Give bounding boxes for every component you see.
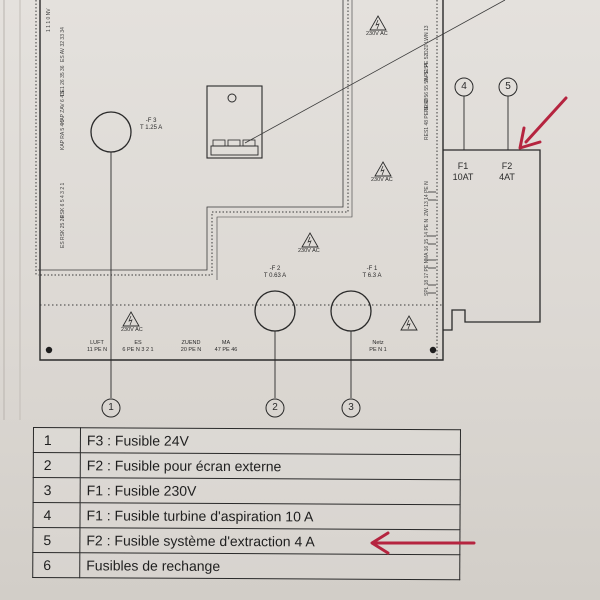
terminal-es: ES 6 PE N 3 2 1 — [122, 340, 153, 354]
fuse-f1-id: -F 1 — [366, 266, 378, 272]
fuse-f3-rating: T 1.25 A — [140, 125, 163, 131]
left-terminal-code: 1 1 1 0 NV — [46, 8, 52, 32]
callout-5: 5 — [505, 81, 511, 92]
callout-5-circle — [498, 77, 518, 97]
terminal-netz: Netz PE N 1 — [369, 340, 386, 354]
red-annotation-arrow-diagram — [518, 96, 568, 150]
fuse-f2-id: -F 2 — [269, 266, 281, 272]
terminal-pins: 6 PE N 3 2 1 — [122, 347, 154, 353]
side-f2-label: F2 4AT — [499, 161, 515, 183]
side-f1-rating: 10AT — [452, 172, 474, 182]
callout-3-circle — [341, 398, 361, 418]
left-terminal-code: RSK 6 5 4 3 2 1 — [60, 182, 66, 218]
side-f2-rating: 4AT — [499, 172, 515, 182]
fuse-f2-circle — [254, 290, 296, 332]
table-row: 1 F3 : Fusible 24V — [33, 427, 461, 455]
side-f1-label: F1 10AT — [453, 161, 474, 183]
right-terminal-code: RES1 48 PE 50 49 — [424, 98, 430, 140]
terminal-luft: LUFT 11 PE N — [87, 340, 107, 354]
terminal-name: ES — [134, 340, 142, 346]
mounting-hole-left — [45, 346, 53, 354]
legend-text: F3 : Fusible 24V — [80, 427, 461, 455]
fuse-f1-rating: T 6.3 A — [362, 273, 382, 279]
voltage-label: 230V AC — [298, 248, 320, 254]
callout-1-circle — [101, 398, 121, 418]
fuse-f3-circle — [90, 111, 132, 153]
legend-text: F1 : Fusible 230V — [80, 477, 461, 505]
left-terminal-code: ES AV 32 33 34 — [60, 27, 66, 62]
fuse-f2-label: -F 2 T 0.63 A — [264, 266, 286, 280]
right-terminal-code: MA 16 15 14 PE N — [424, 218, 430, 260]
board-outline — [39, 0, 444, 361]
table-row: 4 F1 : Fusible turbine d'aspiration 10 A — [32, 502, 461, 530]
left-terminal-code: ES RSK 25 26 — [60, 215, 66, 248]
callout-2: 2 — [272, 402, 278, 413]
terminal-name: Netz — [372, 340, 384, 346]
fuse-f1-label: -F 1 T 6.3 A — [363, 266, 382, 280]
terminal-ma: MA 47 PE 46 — [215, 340, 238, 354]
side-f2-id: F2 — [501, 161, 513, 171]
side-fuse-box — [443, 149, 541, 331]
relay-component — [206, 85, 263, 159]
terminal-pins: 11 PE N — [86, 347, 108, 353]
fuse-f3-label: -F 3 T 1.25 A — [140, 118, 162, 132]
legend-num: 3 — [33, 477, 81, 503]
red-annotation-arrow-legend — [370, 531, 476, 555]
callout-4-circle — [454, 77, 474, 97]
terminal-name: ZUEND — [181, 340, 201, 346]
voltage-label: 230V AC — [121, 327, 143, 333]
fuse-f2-rating: T 0.63 A — [263, 273, 287, 279]
voltage-label: 230V AC — [366, 31, 388, 37]
terminal-pins: 47 PE 46 — [214, 347, 238, 353]
terminal-name: LUFT — [90, 340, 104, 346]
legend-num: 5 — [32, 527, 80, 553]
callout-3: 3 — [348, 402, 354, 413]
fuse-f3-id: -F 3 — [145, 118, 157, 124]
callout-4: 4 — [461, 81, 467, 92]
terminal-name: MA — [221, 340, 231, 346]
terminal-zuend: ZUEND 20 PE N — [181, 340, 201, 354]
right-terminal-code: DZ0 LWN 13 — [424, 25, 430, 54]
legend-text: F1 : Fusible turbine d'aspiration 10 A — [79, 502, 461, 530]
mounting-hole-right — [429, 346, 437, 354]
legend-text: F2 : Fusible pour écran externe — [80, 452, 461, 480]
voltage-label: 230V AC — [371, 177, 393, 183]
side-f1-id: F1 — [457, 161, 469, 171]
right-terminal-code: SPL 18 17 PE N — [424, 259, 430, 296]
left-terminal-code: KAP RA 5 4 5 — [60, 119, 66, 150]
terminal-pins: PE N 1 — [369, 347, 387, 353]
legend-num: 2 — [33, 452, 81, 478]
terminal-pins: 20 PE N — [180, 347, 202, 353]
legend-num: 1 — [33, 427, 81, 453]
legend-num: 4 — [32, 502, 81, 528]
callout-1: 1 — [108, 402, 114, 413]
table-row: 3 F1 : Fusible 230V — [33, 477, 461, 505]
callout-2-circle — [265, 398, 285, 418]
right-terminal-code: ZW 13 14 PE N — [424, 181, 430, 216]
legend-num: 6 — [32, 552, 80, 578]
circuit-board-diagram — [3, 0, 568, 420]
inner-border-upper — [38, 0, 349, 276]
fuse-f1-circle — [330, 290, 372, 332]
table-row: 2 F2 : Fusible pour écran externe — [33, 452, 461, 480]
warning-triangle-icon — [122, 15, 418, 331]
